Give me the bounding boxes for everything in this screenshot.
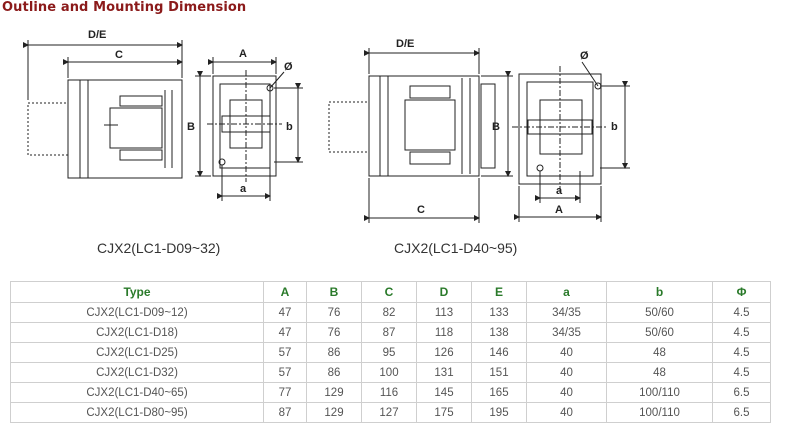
header-a-lower: a: [526, 281, 607, 303]
right-phi-label: Ø: [580, 50, 589, 62]
cell-type: CJX2(LC1-D80~95): [10, 402, 264, 423]
table-row: CJX2(LC1-D25) 57 86 95 126 146 40 48 4.5: [10, 342, 771, 363]
right-b-upper-label: B: [492, 121, 500, 133]
cell-a-upper: 87: [263, 402, 307, 423]
cell-b-lower: 50/60: [606, 302, 713, 323]
cell-a-lower: 34/35: [526, 302, 607, 323]
table-row: CJX2(LC1-D40~65) 77 129 116 145 165 40 1…: [10, 382, 771, 403]
cell-a-upper: 57: [263, 362, 307, 383]
cell-e: 138: [471, 322, 527, 343]
header-b-lower: b: [606, 281, 713, 303]
cell-a-upper: 47: [263, 302, 307, 323]
left-side-view: [23, 40, 183, 179]
header-d: D: [416, 281, 472, 303]
table-row: CJX2(LC1-D09~12) 47 76 82 113 133 34/35 …: [10, 302, 771, 323]
right-c-label: C: [417, 204, 425, 216]
cell-c: 100: [361, 362, 417, 383]
cell-b-upper: 129: [306, 402, 362, 423]
header-b-upper: B: [306, 281, 362, 303]
cell-b-upper: 76: [306, 302, 362, 323]
cell-b-upper: 76: [306, 322, 362, 343]
cell-d: 118: [416, 322, 472, 343]
left-de-label: D/E: [88, 29, 106, 41]
cell-c: 127: [361, 402, 417, 423]
cell-b-lower: 100/110: [606, 402, 713, 423]
cell-a-lower: 40: [526, 402, 607, 423]
cell-e: 195: [471, 402, 527, 423]
left-a-lower-label: a: [240, 183, 247, 195]
cell-b-upper: 129: [306, 382, 362, 403]
cell-phi: 4.5: [712, 342, 771, 363]
right-side-view: [328, 48, 513, 223]
header-type: Type: [10, 281, 264, 303]
cell-a-lower: 40: [526, 342, 607, 363]
cell-b-lower: 100/110: [606, 382, 713, 403]
cell-phi: 6.5: [712, 402, 771, 423]
cell-a-lower: 40: [526, 382, 607, 403]
cell-phi: 4.5: [712, 302, 771, 323]
table-header-row: Type A B C D E a b Φ: [10, 281, 771, 303]
right-a-upper-label: A: [555, 204, 563, 216]
cell-e: 146: [471, 342, 527, 363]
cell-e: 165: [471, 382, 527, 403]
cell-c: 82: [361, 302, 417, 323]
cell-d: 175: [416, 402, 472, 423]
cell-e: 151: [471, 362, 527, 383]
cell-a-upper: 77: [263, 382, 307, 403]
cell-b-upper: 86: [306, 342, 362, 363]
cell-type: CJX2(LC1-D09~12): [10, 302, 264, 323]
left-drawing-caption: CJX2(LC1-D09~32): [97, 240, 221, 256]
cell-c: 95: [361, 342, 417, 363]
left-b-lower-label: b: [286, 121, 293, 133]
cell-d: 113: [416, 302, 472, 323]
cell-b-lower: 50/60: [606, 322, 713, 343]
cell-type: CJX2(LC1-D32): [10, 362, 264, 383]
left-phi-label: Ø: [284, 61, 293, 73]
left-c-label: C: [115, 49, 123, 61]
cell-b-upper: 86: [306, 362, 362, 383]
cell-c: 116: [361, 382, 417, 403]
cell-phi: 6.5: [712, 382, 771, 403]
left-b-upper-label: B: [187, 121, 195, 133]
cell-b-lower: 48: [606, 342, 713, 363]
header-e: E: [471, 281, 527, 303]
table-row: CJX2(LC1-D18) 47 76 87 118 138 34/35 50/…: [10, 322, 771, 343]
cell-type: CJX2(LC1-D25): [10, 342, 264, 363]
left-a-upper-label: A: [239, 48, 247, 60]
right-b-lower-label: b: [611, 121, 618, 133]
cell-a-upper: 47: [263, 322, 307, 343]
header-c: C: [361, 281, 417, 303]
left-front-view: [195, 57, 303, 201]
dimension-table: Type A B C D E a b Φ CJX2(LC1-D09~12) 47…: [10, 281, 771, 423]
header-phi: Φ: [712, 281, 771, 303]
cell-d: 131: [416, 362, 472, 383]
cell-d: 126: [416, 342, 472, 363]
cell-c: 87: [361, 322, 417, 343]
table-row: CJX2(LC1-D80~95) 87 129 127 175 195 40 1…: [10, 402, 771, 423]
outline-drawings: D/E C A Ø B b a D/E B C Ø b a A: [23, 29, 630, 223]
page-title: Outline and Mounting Dimension: [2, 0, 247, 15]
table-row: CJX2(LC1-D32) 57 86 100 131 151 40 48 4.…: [10, 362, 771, 383]
cell-a-lower: 40: [526, 362, 607, 383]
right-drawing-caption: CJX2(LC1-D40~95): [394, 240, 518, 256]
right-de-label: D/E: [396, 38, 414, 50]
cell-phi: 4.5: [712, 322, 771, 343]
header-a-upper: A: [263, 281, 307, 303]
cell-d: 145: [416, 382, 472, 403]
cell-b-lower: 48: [606, 362, 713, 383]
cell-e: 133: [471, 302, 527, 323]
cell-a-lower: 34/35: [526, 322, 607, 343]
cell-phi: 4.5: [712, 362, 771, 383]
cell-a-upper: 57: [263, 342, 307, 363]
cell-type: CJX2(LC1-D18): [10, 322, 264, 343]
right-front-view: [512, 61, 630, 222]
right-a-lower-label: a: [556, 185, 563, 197]
cell-type: CJX2(LC1-D40~65): [10, 382, 264, 403]
